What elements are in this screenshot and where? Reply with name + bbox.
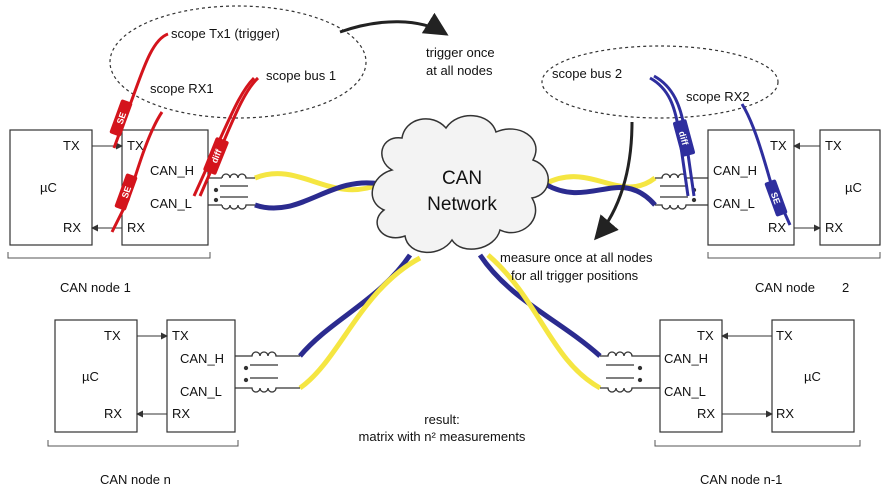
probe-group-left — [109, 5, 367, 119]
uc-label: µC — [845, 180, 862, 195]
diff-probe-label: diff — [677, 130, 691, 147]
choke-noden — [235, 351, 300, 393]
trx-rx-label: RX — [127, 220, 145, 235]
probe-group-right — [541, 45, 779, 119]
trigger-arrow — [339, 12, 449, 36]
uc-tx-label: TX — [63, 138, 80, 153]
probe-bus2: diff — [649, 74, 696, 197]
measure-note-line2: for all trigger positions — [511, 268, 639, 283]
probe-rx2: SE — [740, 103, 792, 226]
se-probe-label: SE — [120, 185, 134, 200]
trigger-note-line2: at all nodes — [426, 63, 493, 78]
trx-tx-label: TX — [127, 138, 144, 153]
trx-tx-label: TX — [697, 328, 714, 343]
uc-tx-label: TX — [825, 138, 842, 153]
uc-label: µC — [82, 369, 99, 384]
measure-arrow — [594, 121, 634, 241]
node-caption: CAN node n-1 — [700, 472, 782, 487]
scope-bus1-label: scope bus 1 — [266, 68, 336, 83]
probe-rx1: SE — [110, 111, 164, 233]
twisted-pair-node2 — [543, 174, 657, 207]
trx-rx-label: RX — [172, 406, 190, 421]
uc-rx-label: RX — [776, 406, 794, 421]
can-l-label: CAN_L — [180, 384, 222, 399]
measure-note-line1: measure once at all nodes — [500, 250, 653, 265]
scope-bus2-label: scope bus 2 — [552, 66, 622, 81]
result-note-line1: result: — [424, 412, 459, 427]
choke-node2 — [655, 173, 708, 210]
can-node-n: µC TX RX TX RX CAN_H CAN_L CAN node n — [47, 319, 239, 487]
scope-rx1-label: scope RX1 — [150, 81, 214, 96]
se-probe-label: SE — [115, 111, 129, 126]
microcontroller-box — [771, 319, 855, 433]
transceiver-box — [121, 129, 209, 246]
can-node-1: µC TX RX TX RX CAN_H CAN_L CAN node 1 — [7, 129, 211, 295]
choke-noden1 — [600, 351, 660, 393]
transceiver-box — [707, 129, 795, 246]
twisted-pair-noden1 — [477, 253, 602, 391]
trx-tx-label: TX — [172, 328, 189, 343]
scope-rx2-label: scope RX2 — [686, 89, 750, 104]
network-label-line1: CAN — [442, 168, 482, 189]
result-note-line2: matrix with n² measurements — [359, 429, 526, 444]
transceiver-box — [166, 319, 236, 433]
node-caption-number: 2 — [842, 280, 849, 295]
can-h-label: CAN_H — [713, 163, 757, 178]
trx-rx-label: RX — [697, 406, 715, 421]
can-h-label: CAN_H — [180, 351, 224, 366]
trx-tx-label: TX — [770, 138, 787, 153]
probe-tx1: SE — [109, 32, 169, 149]
twisted-pair-noden — [298, 253, 422, 391]
can-h-label: CAN_H — [150, 163, 194, 178]
probe-bus1: diff — [192, 76, 260, 197]
can-h-label: CAN_H — [664, 351, 708, 366]
trx-rx-label: RX — [768, 220, 786, 235]
microcontroller-box — [819, 129, 881, 246]
node-caption: CAN node 1 — [60, 280, 131, 295]
uc-tx-label: TX — [104, 328, 121, 343]
scope-tx1-label: scope Tx1 (trigger) — [171, 26, 280, 41]
uc-tx-label: TX — [776, 328, 793, 343]
can-network-cloud: CAN Network — [371, 114, 549, 254]
uc-rx-label: RX — [63, 220, 81, 235]
uc-label: µC — [804, 369, 821, 384]
can-node-n-1: µC TX RX TX RX CAN_H CAN_L CAN node n-1 — [654, 319, 861, 487]
trigger-note-line1: trigger once — [426, 45, 495, 60]
node-caption: CAN node n — [100, 472, 171, 487]
network-label-line2: Network — [427, 194, 497, 215]
uc-label: µC — [40, 180, 57, 195]
twisted-pair-node1 — [254, 171, 381, 211]
can-node-2: µC TX RX TX RX CAN_H CAN_L CAN node 2 — [707, 129, 881, 295]
microcontroller-box — [54, 319, 138, 433]
se-probe-label: SE — [769, 191, 783, 206]
uc-rx-label: RX — [825, 220, 843, 235]
can-l-label: CAN_L — [713, 196, 755, 211]
uc-rx-label: RX — [104, 406, 122, 421]
transceiver-box — [659, 319, 723, 433]
node-caption: CAN node — [755, 280, 815, 295]
can-l-label: CAN_L — [664, 384, 706, 399]
can-l-label: CAN_L — [150, 196, 192, 211]
choke-node1 — [208, 173, 255, 210]
microcontroller-box — [9, 129, 93, 246]
